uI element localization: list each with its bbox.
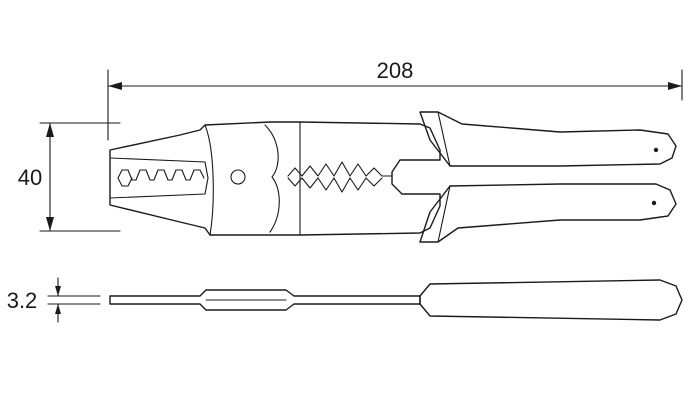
lower-handle-grip: [419, 183, 677, 243]
pivot-screw: [230, 169, 246, 185]
crimp-die-teeth: [117, 169, 205, 187]
upper-grip-rivet: [653, 147, 659, 153]
height-arrow-bottom: [46, 217, 54, 231]
length-arrow-left: [108, 82, 122, 90]
thickness-label: 3.2: [7, 288, 38, 313]
length-dimension: 208: [107, 58, 683, 141]
strip-notches: [287, 161, 393, 193]
length-arrow-right: [668, 82, 682, 90]
lower-grip-edge: [437, 185, 451, 243]
jaw-division-left: [204, 124, 214, 236]
height-label: 40: [18, 165, 42, 190]
thickness-arrow-top: [55, 286, 61, 296]
upper-grip-edge: [437, 111, 451, 167]
thickness-arrow-bottom: [55, 304, 61, 314]
height-arrow-top: [46, 123, 54, 137]
height-dimension: 40: [18, 122, 121, 232]
length-label: 208: [377, 58, 414, 83]
upper-handle-grip: [419, 111, 677, 167]
side-handle-grip: [419, 279, 683, 321]
thickness-dimension: 3.2: [7, 277, 101, 323]
jaw-division-mid: [264, 124, 280, 233]
crimp-jaw-outline: [109, 157, 209, 199]
lower-grip-rivet: [651, 200, 657, 206]
tool-side-view: [109, 279, 683, 321]
tool-top-view: [109, 111, 677, 243]
